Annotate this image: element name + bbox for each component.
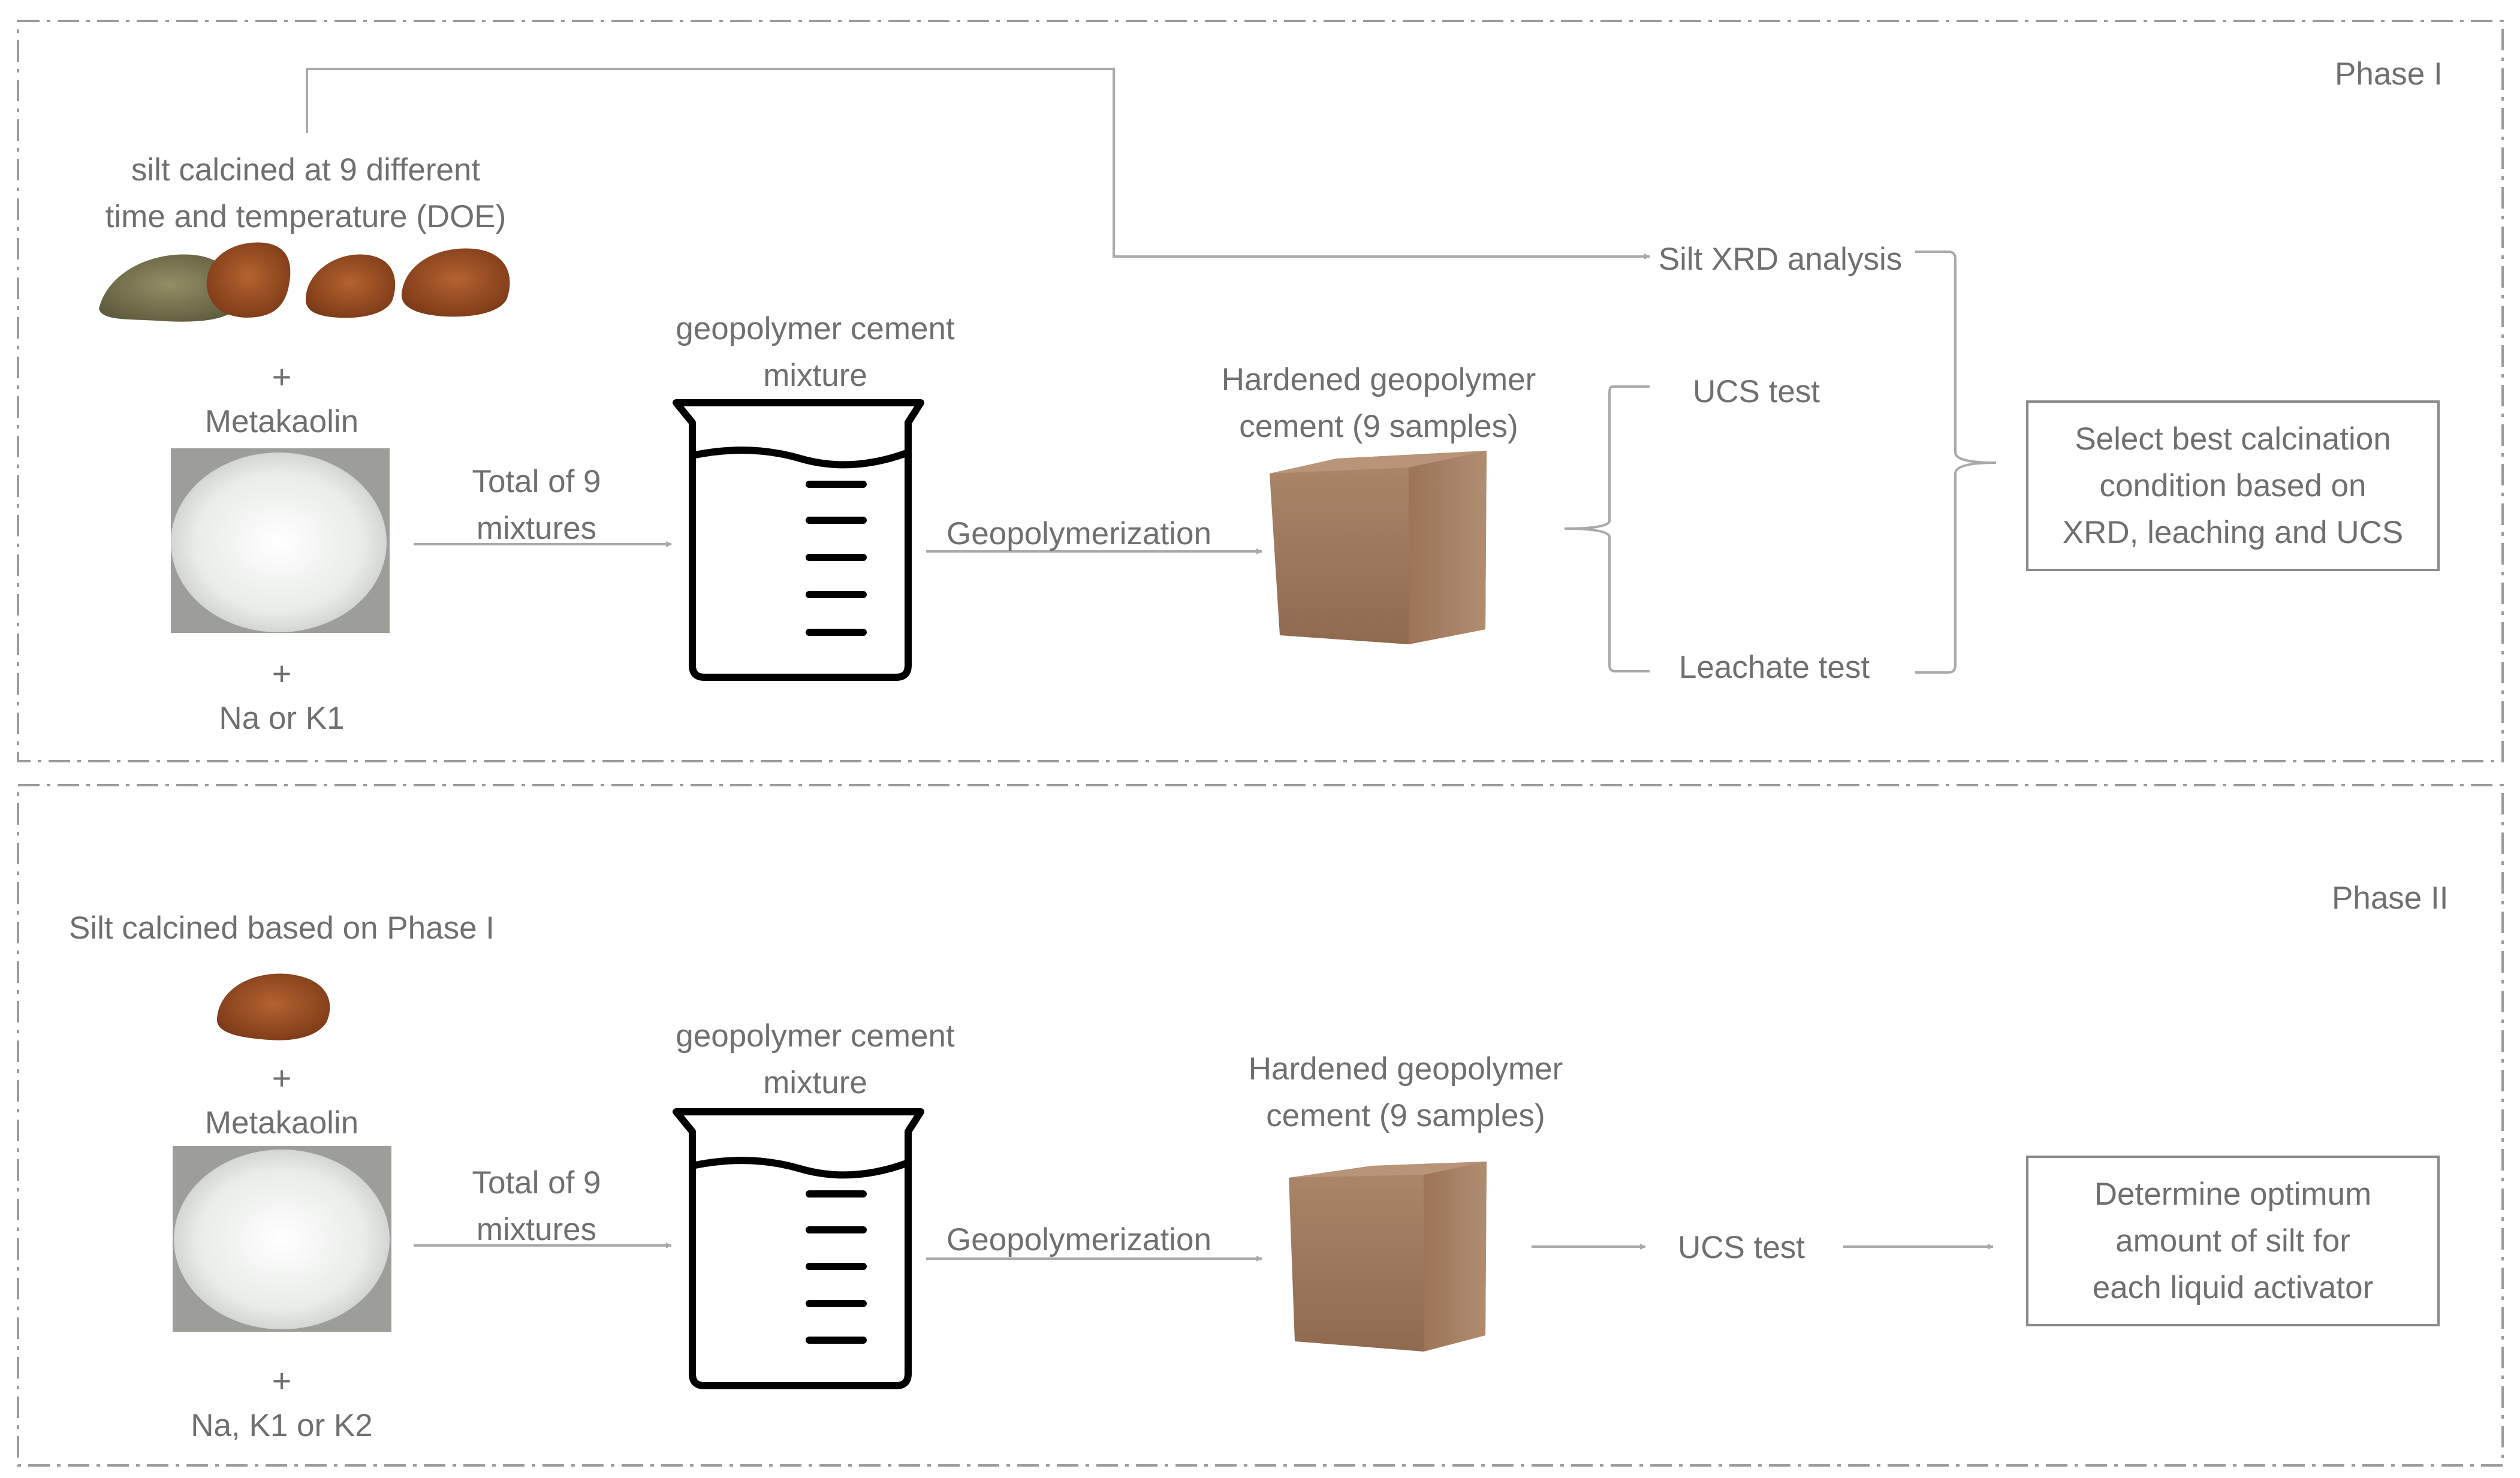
metakaolin-photo (171, 448, 390, 633)
total-mixtures-p2-line-2: mixtures (476, 1212, 597, 1247)
phase-2-result-line-3: each liquid activator (2092, 1269, 2374, 1305)
phase-2-result-text: Determine optimum amount of silt for eac… (2093, 1171, 2373, 1311)
hardened-label-line-1: Hardened geopolymer (1221, 362, 1536, 397)
geopolymerization-label: Geopolymerization (946, 516, 1211, 551)
phase-2-label: Phase II (2332, 880, 2449, 916)
hardened-label-line-2: cement (9 samples) (1239, 409, 1518, 444)
test-xrd-label: Silt XRD analysis (1658, 242, 1903, 277)
phase-1-label: Phase I (2335, 56, 2443, 92)
xrd-routing-line (306, 68, 1650, 260)
hardened-label-p2-line-1: Hardened geopolymer (1248, 1051, 1563, 1087)
silt-caption-phase2: Silt calcined based on Phase I (68, 910, 495, 946)
test-leachate-label: Leachate test (1678, 650, 1870, 685)
total-mixtures-label: Total of 9 mixtures (432, 459, 641, 552)
results-bracket (1915, 251, 1997, 674)
phase-1-result-line-3: XRD, leaching and UCS (2062, 514, 2404, 550)
mixture-label-p2-line-1: geopolymer cement (676, 1018, 955, 1054)
metakaolin-photo-phase2 (173, 1146, 391, 1332)
phase-2-result-line-1: Determine optimum (2094, 1176, 2372, 1212)
silt-sample-brown-1 (206, 242, 291, 318)
mixture-label-line-2: mixture (763, 358, 867, 393)
phase-2-frame (17, 784, 2504, 1467)
plus-sign-1: + (272, 358, 292, 396)
plus-sign-3: + (272, 1059, 292, 1097)
geopolymerization-label-phase2: Geopolymerization (946, 1222, 1211, 1257)
tests-bracket (1564, 385, 1650, 672)
phase-1-result-line-1: Select best calcination (2075, 421, 2391, 457)
phase-1-result-line-2: condition based on (2099, 467, 2367, 503)
activator-label-phase2: Na, K1 or K2 (191, 1408, 373, 1443)
silt-caption-line-2: time and temperature (DOE) (105, 199, 507, 234)
hardened-label-p2-line-2: cement (9 samples) (1266, 1098, 1545, 1133)
mixture-label-phase2: geopolymer cement mixture (635, 1013, 995, 1106)
hardened-label: Hardened geopolymer cement (9 samples) (1184, 357, 1574, 450)
hardened-sample-block-phase2 (1289, 1162, 1487, 1352)
beaker-icon (673, 399, 924, 681)
total-mixtures-line-1: Total of 9 (472, 464, 601, 499)
silt-caption: silt calcined at 9 different time and te… (48, 147, 563, 240)
plus-sign-4: + (272, 1362, 292, 1399)
activator-label: Na or K1 (219, 701, 345, 736)
total-mixtures-p2-line-1: Total of 9 (472, 1165, 601, 1201)
phase-1-result-box: Select best calcination condition based … (2026, 400, 2440, 571)
silt-sample-brown-phase2 (216, 973, 330, 1040)
phase-1-frame (17, 20, 2504, 762)
phase-2-result-line-2: amount of silt for (2115, 1223, 2350, 1259)
silt-sample-brown-2 (306, 254, 396, 318)
mixture-label: geopolymer cement mixture (635, 306, 995, 399)
phase-2-result-box: Determine optimum amount of silt for eac… (2026, 1156, 2440, 1326)
silt-sample-brown-3 (401, 248, 510, 317)
phase-1-result-text: Select best calcination condition based … (2063, 416, 2404, 556)
metakaolin-label-phase2: Metakaolin (204, 1105, 359, 1141)
metakaolin-label: Metakaolin (204, 404, 359, 439)
silt-caption-line-1: silt calcined at 9 different (131, 152, 481, 188)
hardened-sample-block (1270, 451, 1487, 644)
plus-sign-2: + (272, 654, 292, 692)
mixture-label-line-1: geopolymer cement (676, 311, 955, 346)
silt-sample-green (99, 254, 240, 322)
test-ucs-label: UCS test (1692, 374, 1820, 409)
total-mixtures-line-2: mixtures (476, 511, 597, 546)
hardened-label-phase2: Hardened geopolymer cement (9 samples) (1211, 1046, 1600, 1139)
beaker-icon-phase2 (673, 1108, 924, 1389)
total-mixtures-label-phase2: Total of 9 mixtures (432, 1160, 641, 1253)
test-ucs-label-phase2: UCS test (1677, 1230, 1805, 1265)
mixture-label-p2-line-2: mixture (763, 1065, 867, 1100)
